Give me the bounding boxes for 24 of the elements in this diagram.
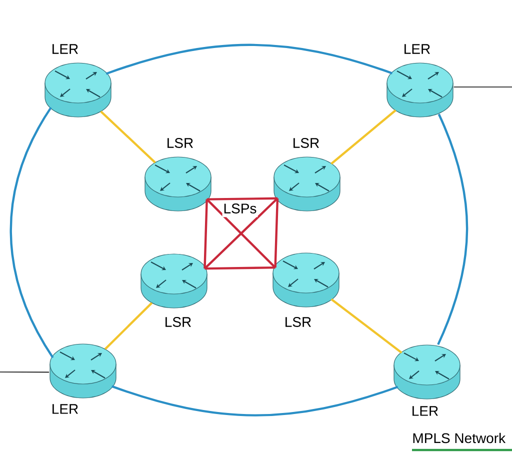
link-line: [274, 198, 279, 268]
link-line: [100, 110, 156, 164]
router-label: LSR: [286, 317, 311, 327]
router-label: LSR: [294, 138, 319, 148]
router-label: LSR: [166, 317, 191, 327]
link-line: [104, 302, 153, 350]
router-label: LSR: [168, 138, 193, 148]
router-label: LER: [52, 404, 78, 414]
link-line: [206, 197, 278, 200]
link-line: [10, 107, 54, 358]
link-line: [112, 385, 398, 416]
diagram-label: LSPs: [222, 202, 258, 218]
link-line: [106, 44, 393, 75]
link-line: [204, 266, 276, 270]
link-line: [453, 86, 512, 88]
router-label: LER: [412, 406, 438, 416]
link-line: [330, 298, 402, 354]
router-label: LER: [52, 44, 78, 54]
link-line: [330, 109, 396, 165]
link-line: [437, 114, 468, 346]
link-line: [0, 372, 50, 373]
router-label: LER: [404, 44, 430, 54]
link-line: [204, 199, 208, 269]
caption: MPLS Network: [413, 432, 506, 444]
